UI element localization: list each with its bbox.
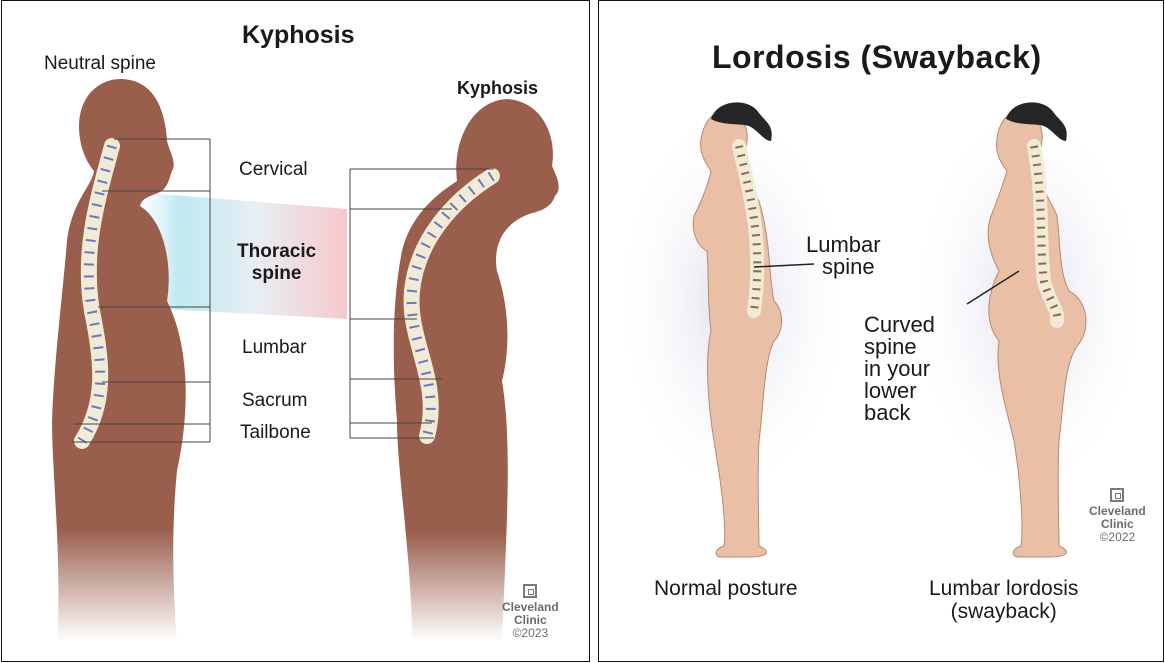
- lumbar-spine-label: Lumbar spine: [806, 234, 881, 278]
- caption-right-line1: Lumbar lordosis: [929, 577, 1078, 600]
- thoracic-label-line1: Thoracic: [237, 241, 316, 263]
- cleveland-clinic-logo-2022: Cleveland Clinic ©2022: [1089, 488, 1146, 544]
- neutral-spine-silhouette: [52, 79, 186, 641]
- curved-line-1: Curved: [864, 314, 935, 336]
- kyphosis-figure-label: Kyphosis: [457, 78, 538, 99]
- logo-year: ©2022: [1089, 531, 1146, 544]
- kyphosis-panel: Kyphosis Neutral spine Kyphosis Cervical…: [1, 0, 590, 662]
- lordosis-title: Lordosis (Swayback): [712, 39, 1042, 76]
- lumbar-label: Lumbar: [242, 337, 306, 359]
- lordosis-panel: Lordosis (Swayback) Lumbar spine Curved …: [598, 0, 1164, 662]
- logo-year: ©2023: [502, 627, 559, 640]
- cleveland-clinic-icon: [523, 584, 537, 598]
- cervical-label: Cervical: [239, 159, 308, 181]
- tailbone-label: Tailbone: [240, 422, 311, 444]
- thoracic-spine-label: Thoracic spine: [237, 241, 316, 285]
- lumbar-label-line1: Lumbar: [806, 234, 881, 256]
- kyphosis-title: Kyphosis: [242, 21, 355, 50]
- kyphosis-illustration: [2, 1, 590, 662]
- curved-line-3: in your: [864, 358, 935, 380]
- normal-posture-caption: Normal posture: [654, 577, 798, 600]
- curved-line-2: spine: [864, 336, 935, 358]
- thoracic-label-line2: spine: [237, 263, 316, 285]
- caption-right-line2: (swayback): [929, 600, 1078, 623]
- sacrum-label: Sacrum: [242, 390, 307, 412]
- curved-spine-label: Curved spine in your lower back: [864, 314, 935, 424]
- lumbar-label-line2: spine: [806, 256, 881, 278]
- curved-line-5: back: [864, 402, 935, 424]
- neutral-spine-label: Neutral spine: [44, 53, 156, 75]
- cleveland-clinic-icon: [1110, 488, 1124, 502]
- curved-line-4: lower: [864, 380, 935, 402]
- lumbar-lordosis-caption: Lumbar lordosis (swayback): [929, 577, 1078, 623]
- cleveland-clinic-logo-2023: Cleveland Clinic ©2023: [502, 584, 559, 640]
